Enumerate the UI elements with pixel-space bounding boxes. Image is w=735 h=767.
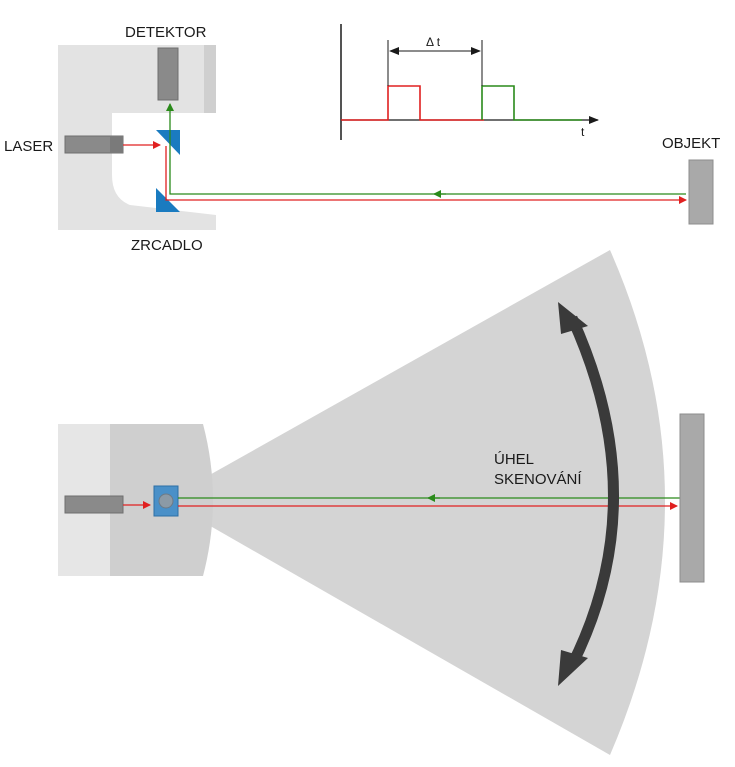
scan-view-diagram: ÚHEL SKENOVÁNÍ bbox=[58, 250, 705, 755]
housing-side-panel bbox=[204, 45, 216, 113]
rotating-mirror-hub bbox=[158, 493, 174, 509]
time-axis-label: t bbox=[581, 125, 585, 139]
scan-angle-label-line1: ÚHEL bbox=[494, 451, 534, 468]
rotating-mirror-box bbox=[153, 485, 179, 517]
emitted-beam bbox=[165, 146, 687, 204]
scanner-object-block bbox=[679, 413, 705, 583]
laser-label: LASER bbox=[4, 138, 53, 155]
scan-sector bbox=[165, 250, 665, 755]
mirror-label: ZRCADLO bbox=[131, 237, 203, 254]
scan-angle-label-line2: SKENOVÁNÍ bbox=[494, 471, 582, 488]
received-pulse bbox=[481, 85, 582, 121]
emitted-pulse bbox=[341, 85, 484, 121]
object-block bbox=[688, 159, 714, 225]
delta-t-label: Δ t bbox=[426, 35, 441, 49]
scanner-laser-block bbox=[64, 495, 124, 514]
mirror-upper bbox=[156, 130, 180, 155]
scan-angle-arrowhead-bottom bbox=[558, 650, 588, 686]
detector-label: DETEKTOR bbox=[125, 24, 207, 41]
timing-graph: Δ t t bbox=[340, 24, 599, 140]
detector-block bbox=[157, 47, 179, 101]
scan-angle-arrowhead-top bbox=[558, 302, 588, 334]
object-label: OBJEKT bbox=[662, 135, 720, 152]
top-view-diagram: DETEKTOR LASER ZRCADLO OBJEKT bbox=[4, 24, 720, 254]
reflected-beam bbox=[166, 103, 686, 195]
scan-angle-arrow bbox=[566, 315, 619, 668]
laser-tip bbox=[110, 136, 123, 153]
